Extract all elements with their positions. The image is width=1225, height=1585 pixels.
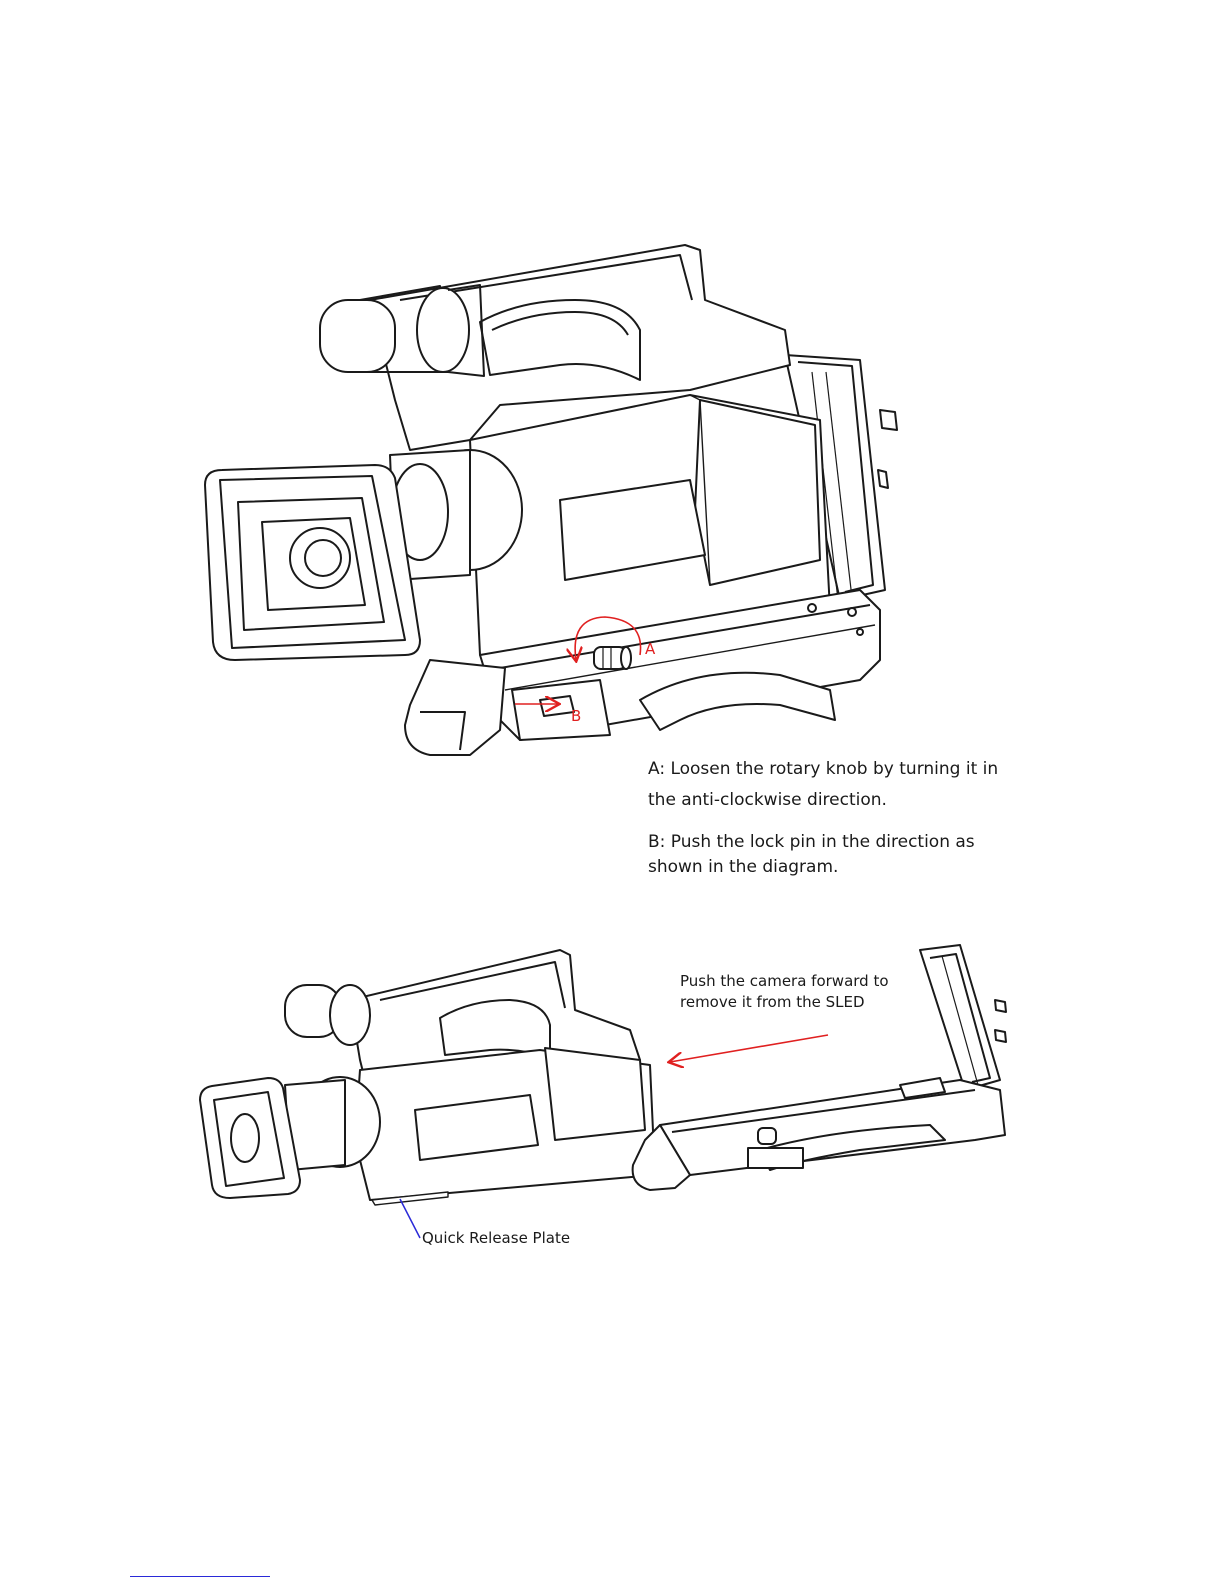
instruction-a-line2: the anti-clockwise direction. [648, 788, 998, 813]
camera-on-sled-illustration [205, 245, 897, 755]
footer-rule [130, 1576, 270, 1577]
instruction-a: A: Loosen the rotary knob by turning it … [648, 757, 998, 813]
marker-b: B [571, 707, 581, 725]
push-forward-arrow [670, 1035, 828, 1062]
instruction-b: B: Push the lock pin in the direction as… [648, 830, 975, 880]
marker-a: A [645, 640, 656, 658]
push-note-line1: Push the camera forward to [680, 971, 889, 992]
instruction-b-line1: B: Push the lock pin in the direction as [648, 830, 975, 855]
push-note: Push the camera forward to remove it fro… [680, 971, 889, 1013]
instruction-a-line1: A: Loosen the rotary knob by turning it … [648, 757, 998, 782]
plate-label: Quick Release Plate [422, 1229, 570, 1247]
push-note-line2: remove it from the SLED [680, 992, 889, 1013]
plate-leader-line [400, 1199, 420, 1238]
instruction-b-line2: shown in the diagram. [648, 855, 975, 880]
